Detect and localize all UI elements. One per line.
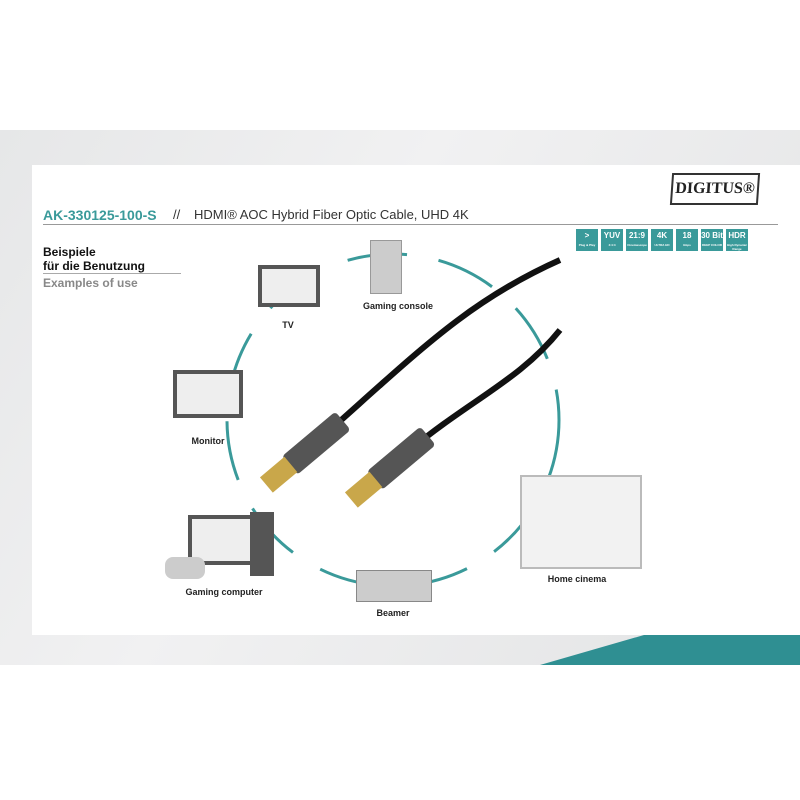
hdmi-cable <box>259 257 563 508</box>
badge-sub: ULTRA HD <box>654 243 670 247</box>
product-sku: AK-330125-100-S <box>43 207 157 223</box>
badge-sub: Plug & Play <box>578 243 596 247</box>
badge-main: YUV <box>603 231 621 240</box>
computer-label: Gaming computer <box>185 587 263 597</box>
home-cinema-icon <box>520 475 642 569</box>
badge-sub: Gbps <box>683 243 691 247</box>
badge-main: 21:9 <box>628 231 645 240</box>
pc-tower-icon <box>250 512 274 576</box>
gaming-console-icon <box>370 240 402 294</box>
monitor-icon <box>173 370 243 418</box>
beamer-label: Beamer <box>376 608 410 618</box>
divider <box>43 224 778 225</box>
console-label: Gaming console <box>362 301 433 311</box>
separator: // <box>173 207 181 222</box>
badge-main: 18 <box>682 231 692 240</box>
badge-main: 30 Bit <box>701 231 723 240</box>
feature-badge: 4K ULTRA HD <box>651 229 673 251</box>
badge-main: 4K <box>656 231 668 240</box>
gamepad-icon <box>165 557 205 579</box>
tv-icon <box>258 265 320 307</box>
badge-sub: Cinemascope <box>627 243 647 247</box>
badge-sub: High Dynamic Range <box>726 243 747 251</box>
section-title-en: Examples of use <box>43 276 138 290</box>
title-de-line1: Beispiele <box>43 245 96 259</box>
product-title: HDMI® AOC Hybrid Fiber Optic Cable, UHD … <box>194 207 469 222</box>
cinema-label: Home cinema <box>547 574 607 584</box>
feature-badge: YUV 4:4:4 <box>601 229 623 251</box>
projector-icon <box>356 570 432 602</box>
feature-badge: > Plug & Play <box>576 229 598 251</box>
title-de-line2: für die Benutzung <box>43 259 145 273</box>
badge-sub: 4:4:4 <box>608 243 616 247</box>
monitor-label: Monitor <box>191 436 225 446</box>
divider <box>43 273 181 274</box>
tv-label: TV <box>282 320 294 330</box>
feature-badge: HDR High Dynamic Range <box>726 229 748 251</box>
badge-sub: DEEP COLOR <box>702 243 722 247</box>
badge-main: > <box>584 231 590 240</box>
badge-main: HDR <box>728 231 746 240</box>
